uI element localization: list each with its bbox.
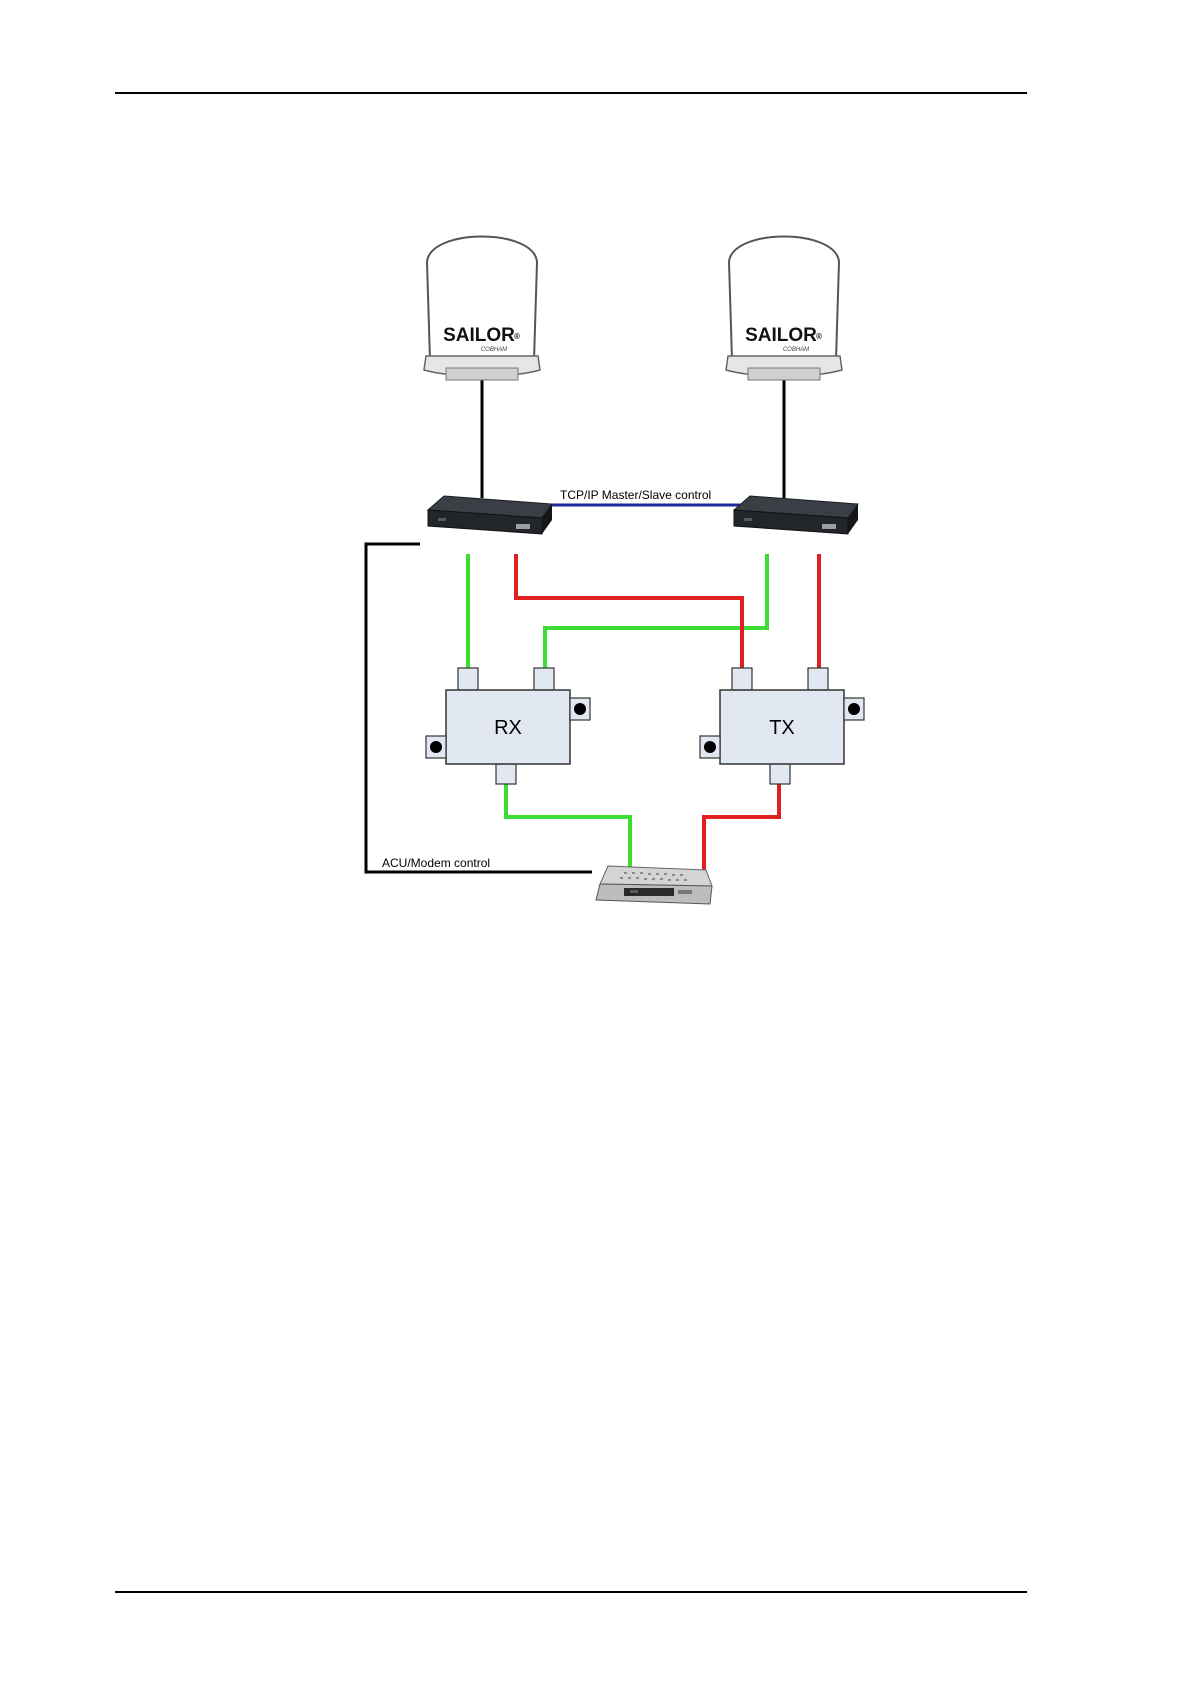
tx-splitter-label: TX [769, 717, 795, 739]
footer-rule [115, 1591, 1027, 1593]
acu-2 [734, 496, 858, 534]
acu-rack-icon [428, 496, 552, 534]
antenna-2: SAILOR ® COBHAM [726, 237, 842, 381]
antenna-1-reg-mark: ® [514, 332, 520, 341]
tcpip-link-label: TCP/IP Master/Slave control [560, 488, 711, 502]
rx-splitter-label: RX [494, 717, 522, 739]
antenna-1-sub-brand: COBHAM [481, 347, 507, 353]
antenna-1-brand: SAILOR [443, 325, 515, 346]
antenna-2-brand: SAILOR [745, 325, 817, 346]
tx-splitter: TX [700, 668, 864, 784]
dome-antenna-icon [424, 237, 540, 381]
acu-1 [428, 496, 552, 534]
acu-modem-control-label: ACU/Modem control [382, 856, 490, 870]
modem [596, 866, 712, 904]
rx-cable-to-modem [506, 784, 630, 868]
modem-icon [596, 866, 712, 904]
antenna-2-sub-brand: COBHAM [783, 347, 809, 353]
antenna-2-reg-mark: ® [816, 332, 822, 341]
rx-splitter: RX [426, 668, 590, 784]
acu-rack-icon [734, 496, 858, 534]
dome-antenna-icon [726, 237, 842, 381]
rx-cable-acu2 [545, 554, 767, 668]
cables [366, 380, 819, 895]
antenna-1: SAILOR ® COBHAM [424, 237, 540, 381]
tx-cable-to-modem [704, 784, 779, 895]
tx-cable-acu1 [516, 554, 742, 668]
